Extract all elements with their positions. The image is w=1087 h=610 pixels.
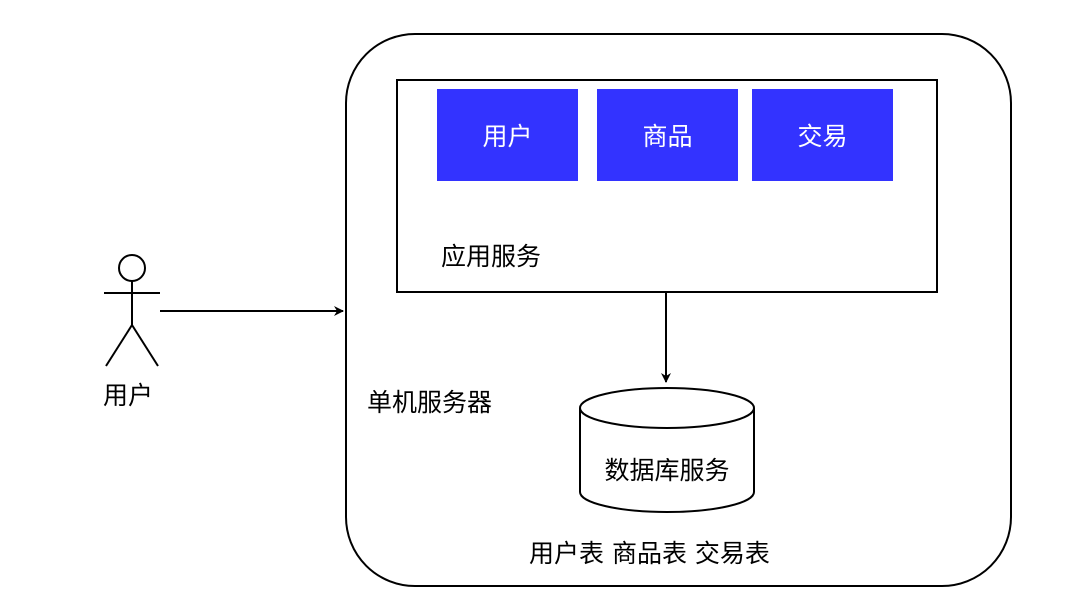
database-cylinder-icon bbox=[579, 387, 755, 513]
actor-label: 用户 bbox=[103, 381, 154, 410]
actor-icon bbox=[104, 254, 160, 367]
server-container bbox=[345, 33, 1012, 587]
app-service-label: 应用服务 bbox=[441, 242, 542, 271]
module-goods: 商品 bbox=[597, 89, 738, 181]
server-label: 单机服务器 bbox=[367, 388, 493, 417]
module-user: 用户 bbox=[437, 89, 578, 181]
database-label: 数据库服务 bbox=[604, 456, 730, 485]
database-tables-label: 用户表 商品表 交易表 bbox=[529, 539, 770, 568]
module-trade: 交易 bbox=[752, 89, 893, 181]
